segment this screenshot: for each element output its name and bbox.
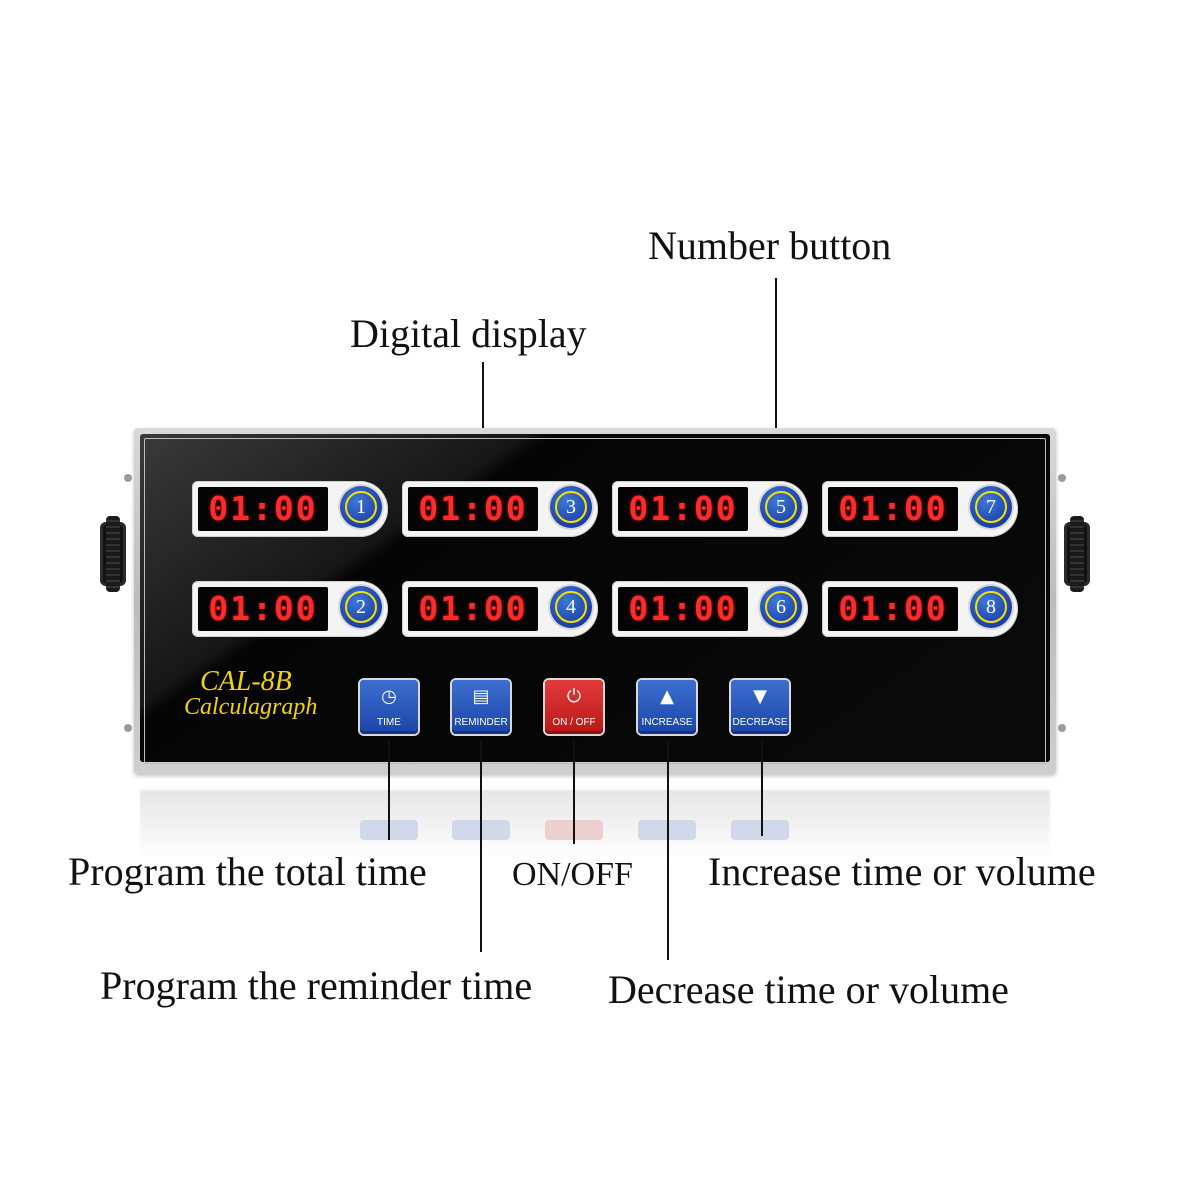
timer-digits: 01:00 bbox=[628, 489, 738, 528]
callout-line-number-button bbox=[775, 278, 777, 456]
timer-display: 01:00 bbox=[198, 587, 328, 631]
right-mount-knob bbox=[1064, 516, 1090, 592]
model-name: CAL-8B bbox=[200, 666, 292, 697]
number-button-label: 3 bbox=[566, 496, 576, 518]
number-button-6[interactable]: 6 bbox=[760, 586, 802, 628]
callout-line-increase bbox=[761, 740, 763, 836]
timer-display: 01:00 bbox=[828, 587, 958, 631]
button-reflection bbox=[731, 820, 789, 840]
number-button-4[interactable]: 4 bbox=[550, 586, 592, 628]
callout-line-digital-display bbox=[482, 362, 484, 456]
screw bbox=[1058, 724, 1066, 732]
timer-display: 01:00 bbox=[408, 487, 538, 531]
on-off-button-label: ON / OFF bbox=[552, 717, 596, 728]
callout-line-decrease bbox=[667, 740, 669, 960]
decrease-button[interactable]: ▼ DECREASE bbox=[731, 680, 789, 734]
label-increase: Increase time or volume bbox=[708, 849, 1096, 894]
timer-digits: 01:00 bbox=[628, 589, 738, 628]
timer-module-3: 01:00 3 bbox=[402, 481, 598, 537]
callout-line-reminder bbox=[480, 740, 482, 952]
timer-display: 01:00 bbox=[618, 587, 748, 631]
timer-digits: 01:00 bbox=[838, 489, 948, 528]
reminder-button-label: REMINDER bbox=[454, 717, 508, 728]
number-button-label: 1 bbox=[356, 496, 366, 518]
increase-button-label: INCREASE bbox=[641, 717, 693, 728]
label-digital-display: Digital display bbox=[350, 311, 587, 356]
label-program-total: Program the total time bbox=[68, 849, 427, 894]
timer-digits: 01:00 bbox=[418, 589, 528, 628]
label-program-reminder: Program the reminder time bbox=[100, 963, 533, 1008]
label-on-off: ON/OFF bbox=[512, 856, 633, 893]
timer-module-8: 01:00 8 bbox=[822, 581, 1018, 637]
timer-digits: 01:00 bbox=[838, 589, 948, 628]
timer-digits: 01:00 bbox=[418, 489, 528, 528]
increase-button[interactable]: ▲ INCREASE bbox=[638, 680, 696, 734]
power-icon: ⏻ bbox=[566, 686, 582, 707]
callout-line-time bbox=[388, 740, 390, 840]
down-triangle-icon: ▼ bbox=[753, 686, 767, 707]
on-off-button[interactable]: ⏻ ON / OFF bbox=[545, 680, 603, 734]
number-button-8[interactable]: 8 bbox=[970, 586, 1012, 628]
callout-line-on-off bbox=[573, 740, 575, 844]
timer-display: 01:00 bbox=[828, 487, 958, 531]
timer-module-1: 01:00 1 bbox=[192, 481, 388, 537]
label-decrease: Decrease time or volume bbox=[608, 967, 1009, 1012]
timer-module-5: 01:00 5 bbox=[612, 481, 808, 537]
reminder-button[interactable]: ▤ REMINDER bbox=[452, 680, 510, 734]
decrease-button-label: DECREASE bbox=[732, 717, 788, 728]
timer-module-6: 01:00 6 bbox=[612, 581, 808, 637]
left-mount-knob bbox=[100, 516, 126, 592]
screw bbox=[124, 474, 132, 482]
clock-icon: ◷ bbox=[381, 686, 397, 707]
number-button-label: 7 bbox=[986, 496, 996, 518]
device-frame bbox=[144, 438, 1046, 764]
timer-module-7: 01:00 7 bbox=[822, 481, 1018, 537]
basket-icon: ▤ bbox=[472, 686, 490, 707]
device-reflection bbox=[140, 790, 1050, 860]
timer-module-4: 01:00 4 bbox=[402, 581, 598, 637]
time-button-label: TIME bbox=[377, 717, 401, 728]
time-button[interactable]: ◷ TIME bbox=[360, 680, 418, 734]
number-button-label: 2 bbox=[356, 596, 366, 618]
number-button-label: 8 bbox=[986, 596, 996, 618]
timer-module-2: 01:00 2 bbox=[192, 581, 388, 637]
number-button-2[interactable]: 2 bbox=[340, 586, 382, 628]
number-button-7[interactable]: 7 bbox=[970, 486, 1012, 528]
label-number-button: Number button bbox=[648, 223, 892, 268]
timer-digits: 01:00 bbox=[208, 489, 318, 528]
timer-digits: 01:00 bbox=[208, 589, 318, 628]
up-triangle-icon: ▲ bbox=[660, 686, 674, 707]
timer-display: 01:00 bbox=[618, 487, 748, 531]
brand-name: Calculagraph bbox=[184, 694, 318, 720]
number-button-label: 5 bbox=[776, 496, 786, 518]
screw bbox=[124, 724, 132, 732]
number-button-label: 4 bbox=[566, 596, 576, 618]
number-button-3[interactable]: 3 bbox=[550, 486, 592, 528]
number-button-5[interactable]: 5 bbox=[760, 486, 802, 528]
number-button-1[interactable]: 1 bbox=[340, 486, 382, 528]
number-button-label: 6 bbox=[776, 596, 786, 618]
timer-display: 01:00 bbox=[198, 487, 328, 531]
timer-display: 01:00 bbox=[408, 587, 538, 631]
screw bbox=[1058, 474, 1066, 482]
